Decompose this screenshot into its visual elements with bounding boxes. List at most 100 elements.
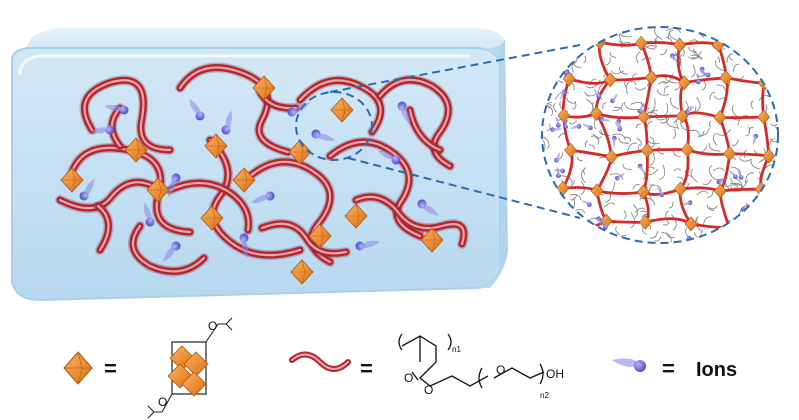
side-chain xyxy=(623,209,627,220)
network-ion xyxy=(754,228,760,241)
side-chain xyxy=(728,54,733,61)
side-chain xyxy=(568,120,577,125)
side-chain xyxy=(698,127,710,136)
network-cluster-node xyxy=(719,70,733,86)
side-chain xyxy=(694,51,700,60)
ion-particle xyxy=(189,98,205,121)
side-chain xyxy=(642,227,648,235)
network-cluster-node xyxy=(673,37,686,53)
side-chain xyxy=(611,133,626,141)
side-chain xyxy=(649,231,659,239)
side-chain xyxy=(556,60,567,68)
network-cluster-node xyxy=(684,216,698,232)
side-chain xyxy=(757,62,771,71)
side-chain xyxy=(550,197,558,201)
side-chain xyxy=(570,180,575,186)
side-chain xyxy=(767,83,778,93)
polymer-chain-core xyxy=(408,108,442,152)
side-chain xyxy=(712,167,725,172)
side-chain xyxy=(605,57,611,66)
side-chain xyxy=(720,28,731,33)
cluster-nodes xyxy=(60,75,444,285)
network-ion xyxy=(615,173,626,181)
chem-sub-n2: n2 xyxy=(540,391,549,400)
side-chain xyxy=(623,101,638,111)
network-cluster-node xyxy=(763,214,777,230)
side-chain xyxy=(649,136,655,144)
side-chain xyxy=(713,95,725,100)
network-cluster-node xyxy=(638,214,652,230)
side-chain xyxy=(602,102,607,110)
side-chain xyxy=(630,80,636,85)
side-chain xyxy=(583,167,586,176)
side-chain xyxy=(618,137,630,144)
side-chain xyxy=(777,115,778,122)
side-chain xyxy=(696,27,706,30)
network-cluster-node xyxy=(762,148,776,164)
network-ion xyxy=(556,116,561,128)
side-chain xyxy=(765,55,773,60)
side-chain xyxy=(708,205,718,210)
side-chain xyxy=(595,136,602,139)
ion-particle xyxy=(143,202,155,227)
side-chain xyxy=(668,201,674,209)
cluster-node xyxy=(252,75,276,101)
side-chain xyxy=(697,130,705,138)
network-ion xyxy=(602,218,608,230)
side-chain xyxy=(707,190,714,198)
side-chain xyxy=(547,70,554,75)
network-cluster-node xyxy=(634,35,648,51)
side-chain xyxy=(580,33,586,37)
side-chain xyxy=(671,214,677,231)
side-chain xyxy=(610,69,624,75)
network-ion xyxy=(610,93,618,104)
side-chain xyxy=(665,210,670,223)
side-chain xyxy=(542,46,549,60)
chem-sub-n1: n1 xyxy=(452,345,461,354)
network-ion xyxy=(716,177,728,185)
side-chain xyxy=(535,234,541,240)
side-chain xyxy=(543,136,550,150)
side-chain xyxy=(598,84,604,100)
side-chain xyxy=(690,64,696,78)
network-ion xyxy=(569,123,582,129)
side-chain xyxy=(584,140,589,147)
cluster-node xyxy=(420,227,444,253)
polymer-chain-core xyxy=(83,79,172,152)
chem-o-bottom: O xyxy=(158,395,167,409)
network-ion xyxy=(559,89,567,101)
side-chain xyxy=(716,56,721,64)
side-chain xyxy=(757,201,768,207)
chem-o-ether: O xyxy=(496,363,505,377)
polymer-structure xyxy=(398,333,545,389)
side-chain xyxy=(688,46,697,53)
side-chain xyxy=(745,126,750,137)
side-chain xyxy=(688,56,697,60)
side-chain xyxy=(666,117,678,129)
network-cluster-node xyxy=(680,142,694,158)
network-ion xyxy=(752,133,759,146)
side-chain xyxy=(635,123,641,129)
side-chain xyxy=(708,28,716,36)
side-chain xyxy=(628,27,641,28)
side-chain xyxy=(542,78,550,86)
side-chain xyxy=(592,133,600,145)
side-chain xyxy=(597,234,606,240)
side-chain xyxy=(770,221,774,230)
side-chain xyxy=(779,21,784,32)
side-chain xyxy=(750,100,754,110)
legend-ions-label: Ions xyxy=(696,359,737,381)
cluster-node xyxy=(330,97,354,123)
side-chain xyxy=(582,219,588,231)
network-ion xyxy=(670,53,679,64)
ion-particle xyxy=(104,104,129,115)
cluster-node xyxy=(146,177,170,203)
side-chain xyxy=(609,173,624,180)
side-chain xyxy=(761,201,766,215)
side-chain xyxy=(612,102,624,112)
ion-particle xyxy=(167,173,181,197)
side-chain xyxy=(632,204,639,218)
chem-o-carbonyl: O xyxy=(404,371,413,385)
side-chain xyxy=(575,218,585,227)
